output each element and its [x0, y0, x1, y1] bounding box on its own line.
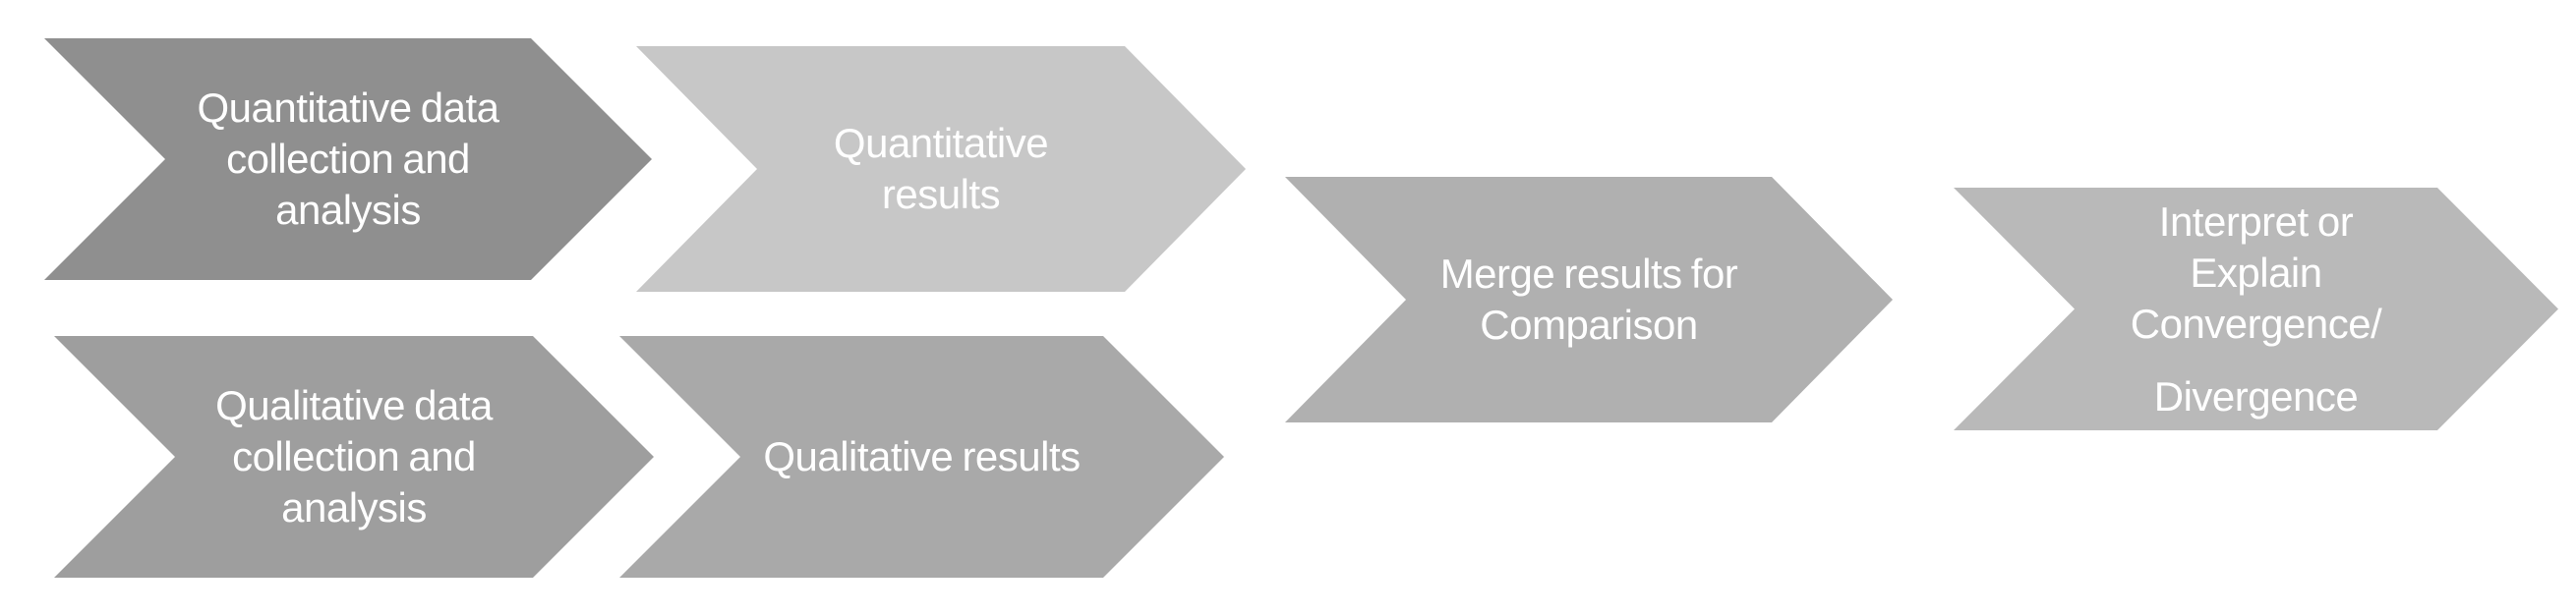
chevron-text-line: collection and — [226, 136, 470, 182]
chevron-quantitative-results: Quantitative results — [636, 46, 1246, 292]
chevron-text-line: Qualitative data — [215, 382, 493, 428]
chevron-text-line: Divergence — [2153, 372, 2359, 420]
chevron-qualitative-results: Qualitative results — [619, 336, 1224, 578]
chevron-text-line: results — [881, 171, 1001, 217]
chevron-text-line: Merge results for — [1439, 251, 1738, 297]
chevron-text-line: Interpret or — [2158, 197, 2354, 245]
chevron-quantitative-data-collection: Quantitative data collection and analysi… — [44, 38, 652, 280]
chevron-text-line: Explain — [2190, 249, 2322, 296]
chevron-qualitative-data-collection: Qualitative data collection and analysis — [54, 336, 654, 578]
chevron-text-line: analysis — [275, 187, 421, 233]
chevron-text-line: Quantitative data — [197, 84, 499, 131]
chevron-text-line: analysis — [281, 484, 427, 531]
chevron-merge-results-for-comparison: Merge results for Comparison — [1285, 177, 1893, 422]
chevron-text-line: collection and — [232, 433, 476, 479]
chevron-text-line: Quantitative — [833, 120, 1049, 166]
chevron-text-line: Convergence/ — [2130, 300, 2382, 347]
chevron-text-line: Qualitative results — [763, 433, 1081, 479]
chevron-text-line: Comparison — [1480, 302, 1698, 348]
chevron-interpret-or-explain-convergence-divergence: Interpret or Explain Convergence/ Diverg… — [1954, 188, 2558, 430]
